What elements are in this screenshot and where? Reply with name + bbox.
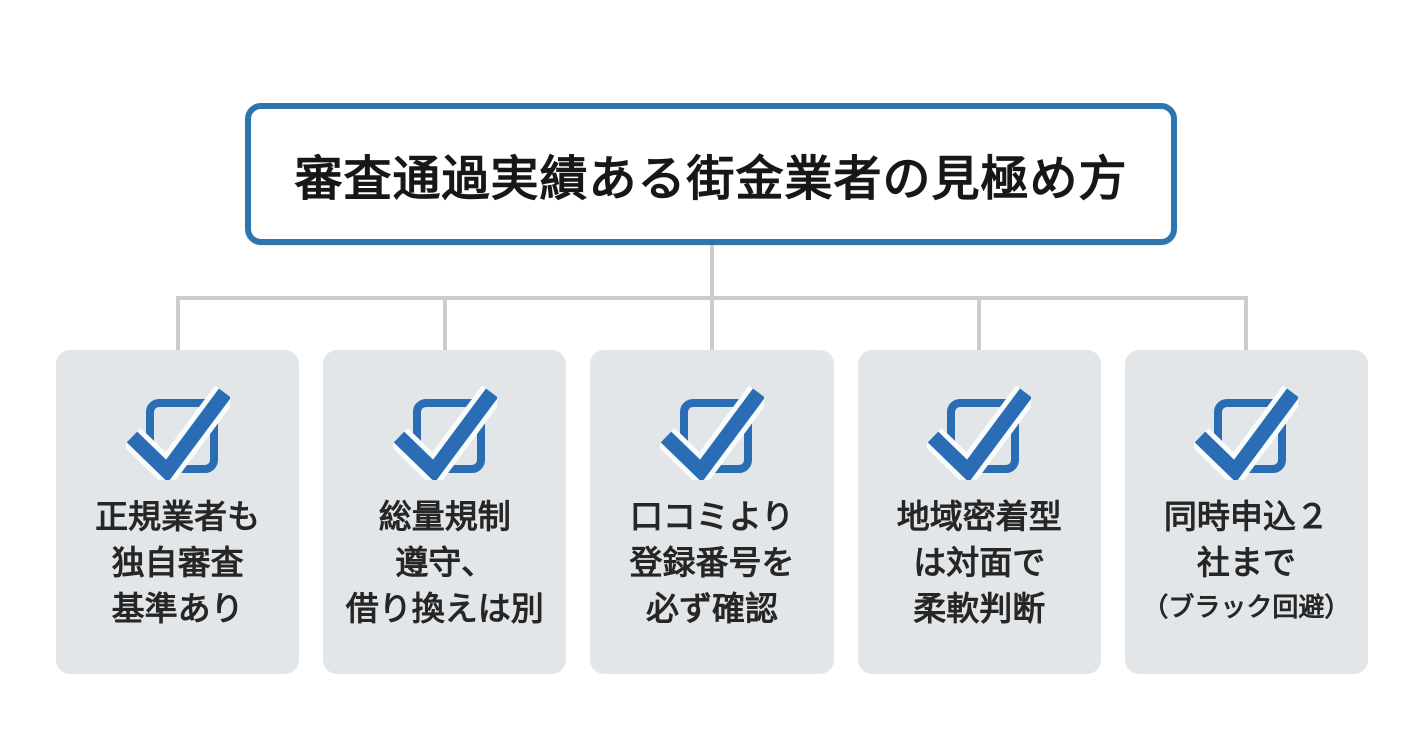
card-total-volume-regulation: 総量規制 遵守、 借り換えは別 <box>323 350 567 674</box>
card-line: 基準あり <box>111 590 244 627</box>
card-line: 社まで <box>1196 544 1296 581</box>
card-community-based: 地域密着型 は対面で 柔軟判断 <box>857 350 1101 674</box>
connector-drop <box>443 296 447 352</box>
card-line: 独自審査 <box>111 544 244 581</box>
card-line: 遵守、 <box>395 544 495 581</box>
card-line: 柔軟判断 <box>913 590 1046 627</box>
card-line: 登録番号を <box>629 544 795 581</box>
card-simultaneous-applications: 同時申込２ 社まで （ブラック回避） <box>1124 350 1369 674</box>
connector-drop <box>176 296 180 352</box>
connector-drop <box>1244 296 1248 352</box>
connector-drop <box>710 296 714 352</box>
connector-stem <box>710 245 714 300</box>
card-line: 正規業者も <box>95 498 261 535</box>
card-regular-lenders: 正規業者も 独自審査 基準あり <box>56 350 300 674</box>
title-box: 審査通過実績ある街金業者の見極め方 <box>245 103 1177 245</box>
card-line: 同時申込２ <box>1163 498 1329 535</box>
checkbox-checked-icon <box>927 386 1032 480</box>
card-line: 借り換えは別 <box>345 590 544 627</box>
checkbox-checked-icon <box>125 386 230 480</box>
checkbox-checked-icon <box>660 386 764 480</box>
checkbox-checked-icon <box>392 386 497 480</box>
card-line: 総量規制 <box>378 498 511 535</box>
card-line: は対面で <box>913 544 1046 581</box>
card-line: 口コミより <box>629 498 795 535</box>
checkbox-checked-icon <box>1194 386 1299 480</box>
card-text: 総量規制 遵守、 借り換えは別 <box>346 494 544 632</box>
card-note: （ブラック回避） <box>1142 592 1351 622</box>
card-text: 正規業者も 独自審査 基準あり <box>95 494 260 632</box>
card-registration-number: 口コミより 登録番号を 必ず確認 <box>590 350 834 674</box>
cards-row: 正規業者も 独自審査 基準あり 総量規制 遵守、 借り換えは別 <box>56 350 1369 674</box>
card-text: 同時申込２ 社まで （ブラック回避） <box>1142 494 1350 628</box>
page-title: 審査通過実績ある街金業者の見極め方 <box>294 153 1128 206</box>
card-text: 地域密着型 は対面で 柔軟判断 <box>897 494 1062 632</box>
card-line: 地域密着型 <box>896 498 1062 535</box>
card-text: 口コミより 登録番号を 必ず確認 <box>630 494 795 632</box>
connector-drop <box>977 296 981 352</box>
card-line: 必ず確認 <box>646 590 778 627</box>
